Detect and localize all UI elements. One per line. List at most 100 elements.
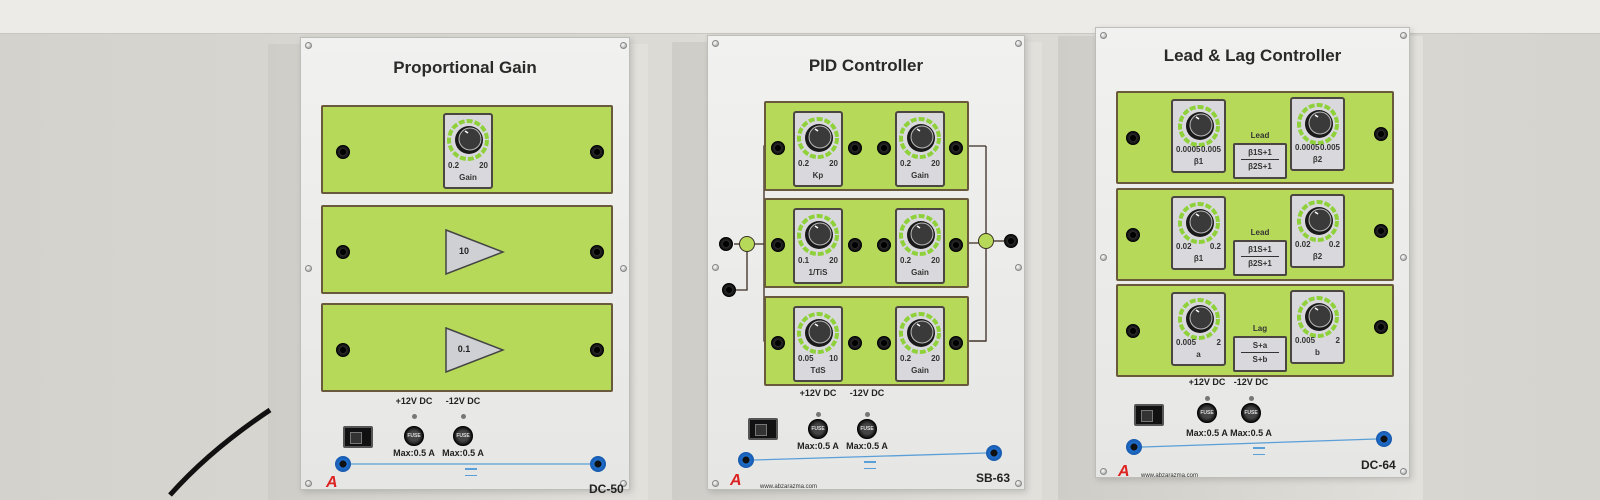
input-jack[interactable] (771, 336, 785, 350)
output-jack[interactable] (590, 342, 604, 357)
wire (970, 249, 987, 342)
jack[interactable] (848, 336, 862, 350)
ground-jack[interactable] (335, 456, 351, 472)
screw-icon (1400, 253, 1407, 261)
output-jack[interactable] (1004, 234, 1018, 248)
panel-model-code: DC-64 (1361, 458, 1396, 472)
power-led (865, 412, 870, 417)
output-jack[interactable] (949, 238, 963, 252)
tf-denominator: β2S+1 (1248, 259, 1272, 268)
knob-icon[interactable] (1177, 297, 1221, 341)
circuit-block: 10 (321, 205, 613, 294)
knob-min-label: 0.02 (1295, 240, 1311, 249)
knob-icon[interactable] (796, 116, 840, 160)
screw-icon (1400, 32, 1407, 39)
knob-icon[interactable] (1177, 104, 1221, 148)
jack[interactable] (877, 141, 891, 155)
knob-icon[interactable] (898, 213, 942, 257)
knob-min-label: 0.005 (1295, 336, 1316, 345)
knob-name-label: Gain (911, 366, 929, 375)
knob-icon[interactable] (1296, 295, 1340, 339)
knob-max-label: 20 (479, 161, 488, 170)
input-jack[interactable] (1126, 130, 1140, 145)
screw-icon (712, 40, 719, 47)
amplifier-symbol (445, 326, 505, 373)
brand-logo: A (326, 474, 338, 491)
knob-icon[interactable] (446, 118, 490, 162)
input-jack[interactable] (771, 238, 785, 252)
tf-denominator: S+b (1252, 355, 1268, 364)
ground-jack[interactable] (590, 456, 606, 472)
input-jack[interactable] (336, 144, 350, 159)
ground-jack[interactable] (1376, 431, 1392, 447)
jack[interactable] (848, 141, 862, 155)
output-jack[interactable] (590, 144, 604, 159)
wire (753, 452, 987, 461)
block-type-label: Lead (1250, 131, 1270, 140)
manufacturer-url: www.abzarazma.com (1141, 473, 1199, 479)
amplifier-gain-label: 10 (458, 245, 470, 256)
jack[interactable] (848, 238, 862, 252)
input-jack[interactable] (336, 342, 350, 357)
knob-min-label: 0.0005 (1176, 145, 1201, 154)
positive-supply-label: +12V DC (799, 388, 837, 398)
knob-icon[interactable] (898, 311, 942, 355)
knob-icon[interactable] (1177, 201, 1221, 245)
fuse-positive[interactable]: FUSE (1197, 403, 1217, 423)
block-type-label: Lead (1250, 228, 1270, 237)
output-jack[interactable] (949, 141, 963, 155)
knob-icon[interactable] (1296, 199, 1340, 243)
output-jack[interactable] (590, 244, 604, 259)
power-cable (168, 407, 272, 497)
fuse-positive[interactable]: FUSE (404, 426, 424, 446)
input-jack[interactable] (1126, 227, 1140, 242)
power-led (1205, 396, 1210, 401)
knob-icon[interactable] (1296, 102, 1340, 146)
power-switch[interactable] (343, 426, 373, 448)
power-switch[interactable] (1134, 404, 1164, 426)
feedback-jack[interactable] (722, 283, 736, 297)
ground-jack[interactable] (738, 452, 754, 468)
ground-jack[interactable] (1126, 439, 1142, 455)
power-switch[interactable] (748, 418, 778, 440)
jack[interactable] (877, 238, 891, 252)
knob-icon[interactable] (796, 311, 840, 355)
knob-icon[interactable] (898, 116, 942, 160)
wire (736, 251, 748, 291)
setpoint-jack[interactable] (719, 237, 733, 251)
power-led (816, 412, 821, 417)
knob-name-label: Gain (911, 268, 929, 277)
ground-jack[interactable] (986, 445, 1002, 461)
knob-min-label: 0.1 (798, 256, 810, 265)
jack[interactable] (877, 336, 891, 350)
knob-name-label: β2 (1312, 155, 1323, 164)
screw-icon (305, 42, 312, 49)
amplifier-gain-label: 0.1 (457, 343, 471, 354)
knob-name-label: Gain (911, 171, 929, 180)
output-jack[interactable] (949, 336, 963, 350)
fuse-negative[interactable]: FUSE (453, 426, 473, 446)
knob-name-label: β1 (1193, 157, 1204, 166)
output-jack[interactable] (1374, 126, 1388, 141)
output-jack[interactable] (1374, 223, 1388, 238)
knob-name-label: Gain (459, 173, 477, 182)
fuse-negative[interactable]: FUSE (857, 419, 877, 439)
knob-max-label: 0.2 (1328, 240, 1340, 249)
screw-icon (1100, 468, 1107, 475)
fuse-negative[interactable]: FUSE (1241, 403, 1261, 423)
fuse-positive[interactable]: FUSE (808, 419, 828, 439)
knob-icon[interactable] (796, 213, 840, 257)
knob-min-label: 0.2 (900, 354, 912, 363)
input-jack[interactable] (771, 141, 785, 155)
input-jack[interactable] (1126, 323, 1140, 338)
input-jack[interactable] (336, 244, 350, 259)
output-jack[interactable] (1374, 319, 1388, 334)
